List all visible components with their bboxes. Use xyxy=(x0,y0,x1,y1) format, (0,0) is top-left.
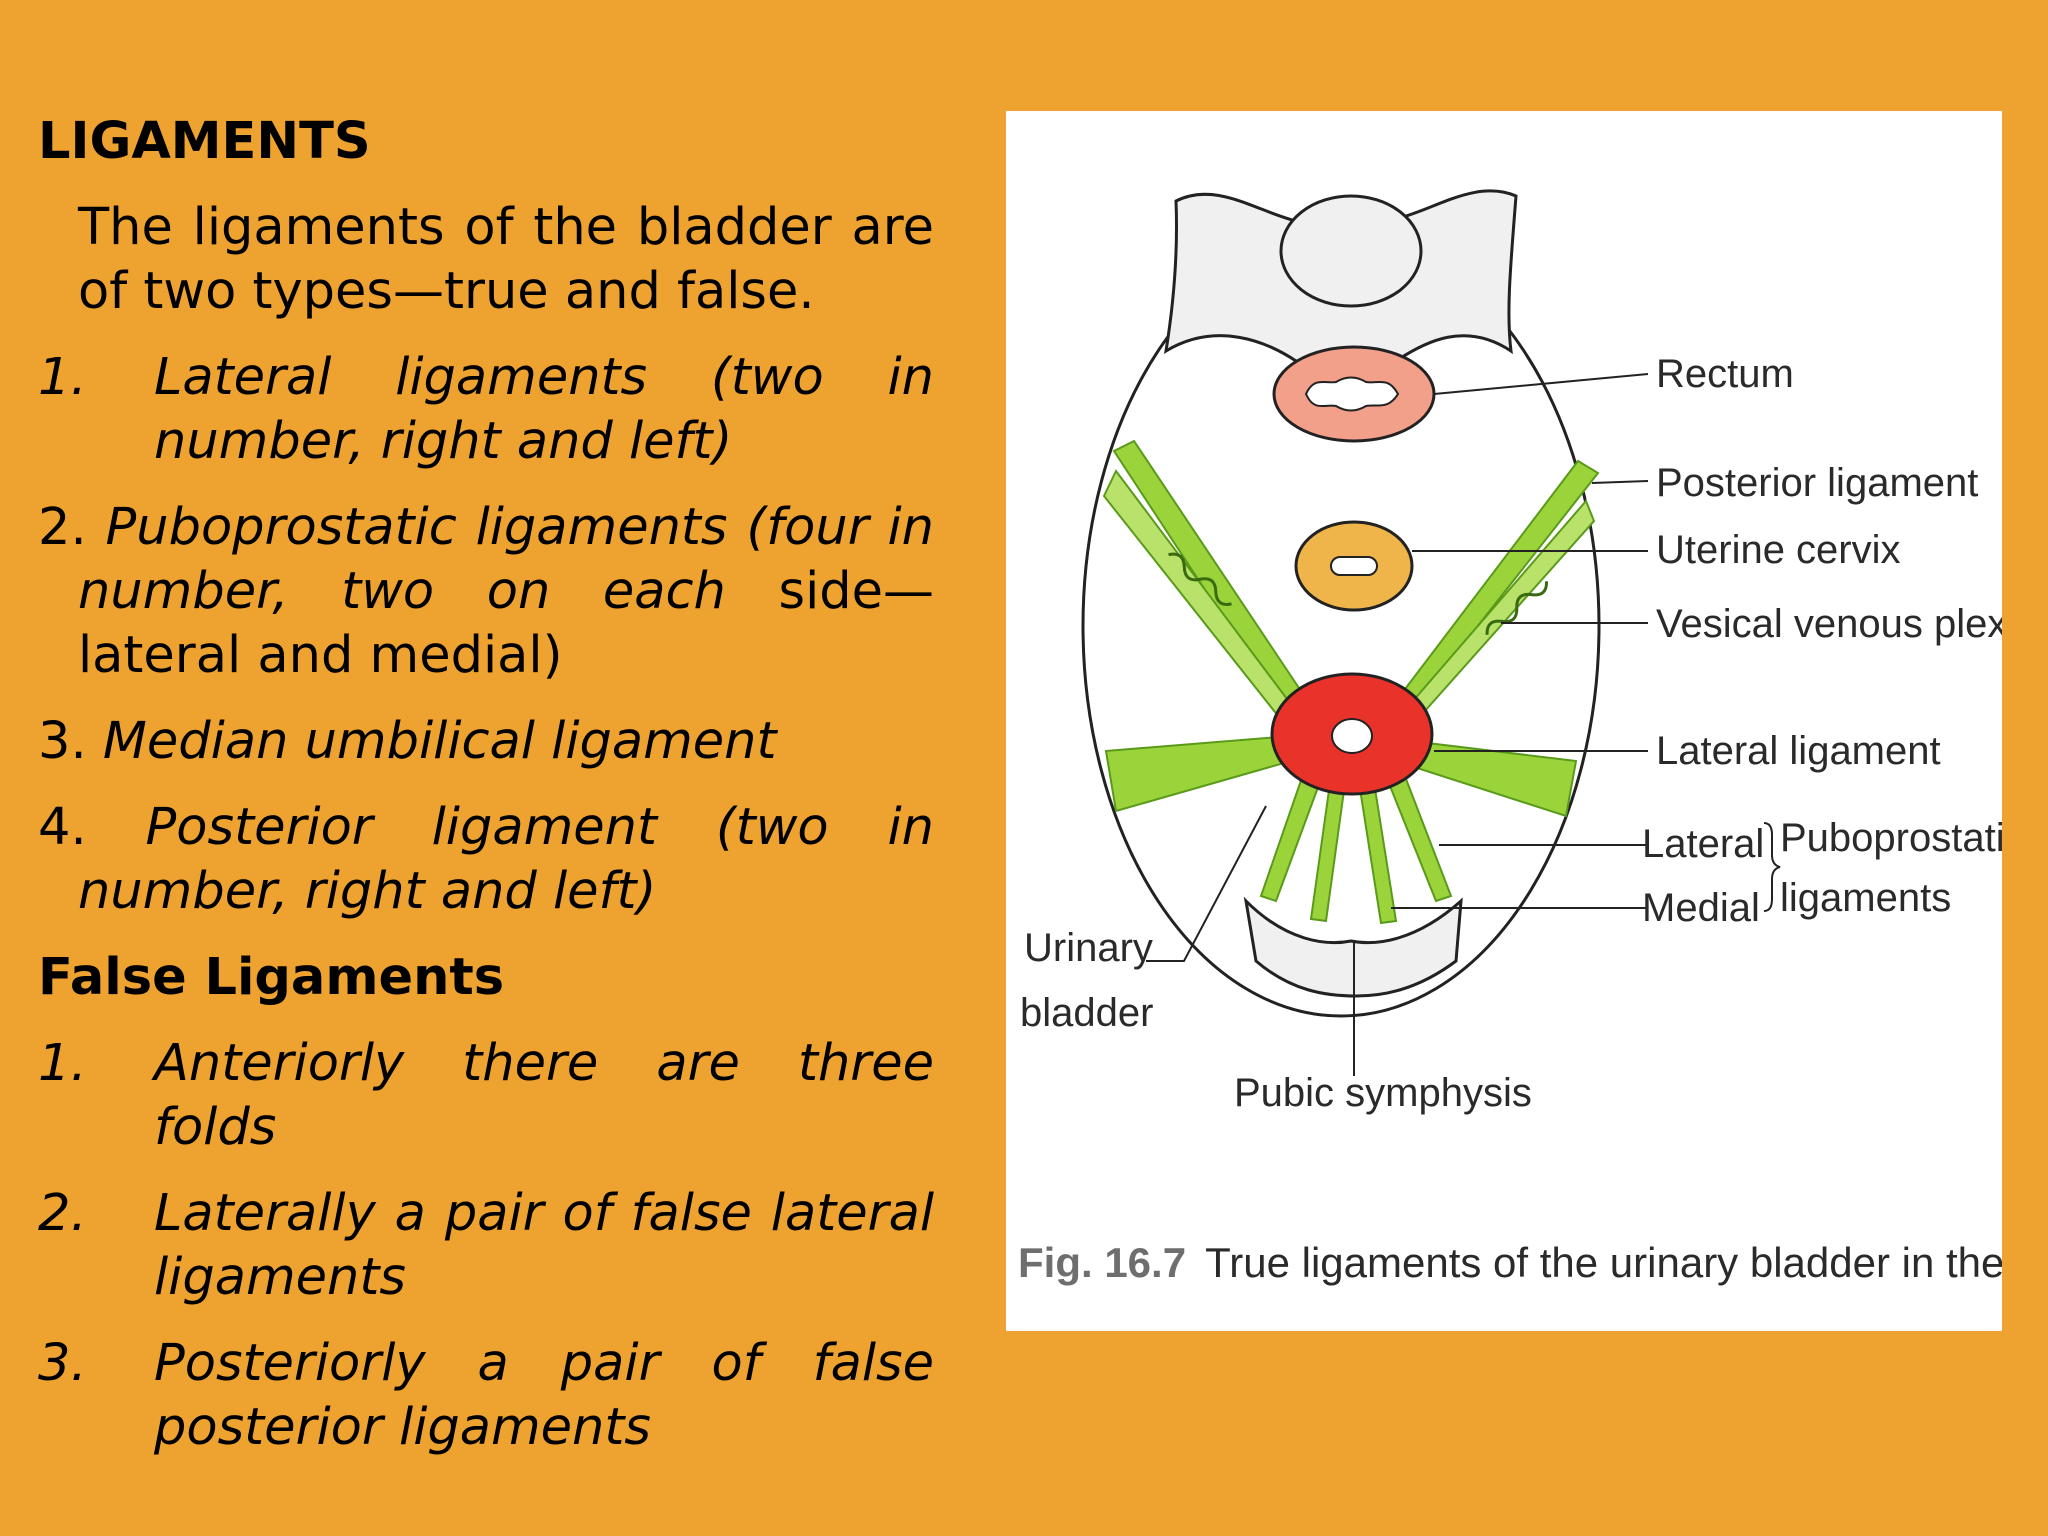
label-puboprostatic: Puboprostatic xyxy=(1780,816,2002,860)
sacral-vertebra xyxy=(1279,194,1423,308)
puboprostatic-brace xyxy=(1763,822,1781,912)
cervix-os xyxy=(1330,556,1378,576)
true-ligament-item-3: 3. Median umbilical ligament xyxy=(38,710,934,774)
false-ligament-item-2: 2. Laterally a pair of false lateral liga… xyxy=(38,1182,934,1310)
leader-posterior-ligament xyxy=(1591,480,1649,484)
item-text-rest: side—lateral and medial) xyxy=(78,562,935,685)
label-uterine-cervix: Uterine cervix xyxy=(1656,528,1901,572)
figure-panel: Rectum Posterior ligament Uterine cervix… xyxy=(1006,111,2002,1331)
item-number: 1. xyxy=(38,1034,87,1093)
item-number: 2. xyxy=(38,498,87,557)
label-posterior-ligament: Posterior ligament xyxy=(1656,461,1978,505)
leader-urinary-bladder xyxy=(1146,805,1267,962)
label-vesical-venous-plexus: Vesical venous plexus xyxy=(1656,602,2002,646)
label-medial: Medial xyxy=(1642,886,1760,930)
false-ligament-item-1: 1. Anteriorly there are three folds xyxy=(38,1032,934,1160)
caption-number: Fig. 16.7 xyxy=(1018,1239,1186,1286)
ligaments-heading: LIGAMENTS xyxy=(38,112,371,171)
urethra-opening xyxy=(1331,718,1373,754)
figure-caption: Fig. 16.7 True ligaments of the urinary … xyxy=(1018,1239,2002,1286)
item-text: Posterior ligament (two in number, right… xyxy=(78,798,934,921)
true-ligament-item-1: 1. Lateral ligaments (two in number, righ… xyxy=(38,346,934,474)
false-ligaments-heading: False Ligaments xyxy=(38,948,505,1007)
text-column: LIGAMENTS The ligaments of the bladder a… xyxy=(38,110,934,1482)
item-text-italic: Puboprostatic ligaments (four in number,… xyxy=(78,498,934,621)
true-ligament-item-2: 2. Puboprostatic ligaments (four in numb… xyxy=(38,496,934,688)
item-number: 2. xyxy=(38,1184,87,1243)
leader-rectum xyxy=(1433,373,1649,395)
label-lateral-ligament: Lateral ligament xyxy=(1656,729,1941,773)
item-number: 3. xyxy=(38,1334,87,1393)
item-text: Median umbilical ligament xyxy=(102,712,777,771)
item-text: Anteriorly there are three folds xyxy=(154,1034,934,1157)
label-lateral: Lateral xyxy=(1642,822,1764,866)
venous-plexus-left xyxy=(1168,552,1232,606)
label-rectum: Rectum xyxy=(1656,352,1794,396)
item-number: 4. xyxy=(38,798,87,857)
caption-text: True ligaments of the urinary bladder in… xyxy=(1205,1239,2002,1286)
label-bladder: bladder xyxy=(1020,991,1153,1035)
label-ligaments: ligaments xyxy=(1780,876,1951,920)
rectum-lumen xyxy=(1304,376,1400,412)
item-text: Laterally a pair of false lateral ligame… xyxy=(154,1184,934,1307)
item-number: 1. xyxy=(38,348,87,407)
intro-paragraph: The ligaments of the bladder are of two … xyxy=(78,198,934,321)
bladder-ligaments-diagram: Rectum Posterior ligament Uterine cervix… xyxy=(1018,189,2002,1286)
false-ligament-item-3: 3. Posteriorly a pair of false posterior … xyxy=(38,1332,934,1460)
item-text: Lateral ligaments (two in number, right … xyxy=(154,348,934,471)
label-pubic-symphysis: Pubic symphysis xyxy=(1234,1071,1532,1115)
venous-plexus-right xyxy=(1485,581,1549,635)
item-text: Posteriorly a pair of false posterior li… xyxy=(154,1334,934,1457)
item-number: 3. xyxy=(38,712,87,771)
label-urinary: Urinary xyxy=(1024,926,1153,970)
true-ligament-item-4: 4. Posterior ligament (two in number, ri… xyxy=(38,796,934,924)
